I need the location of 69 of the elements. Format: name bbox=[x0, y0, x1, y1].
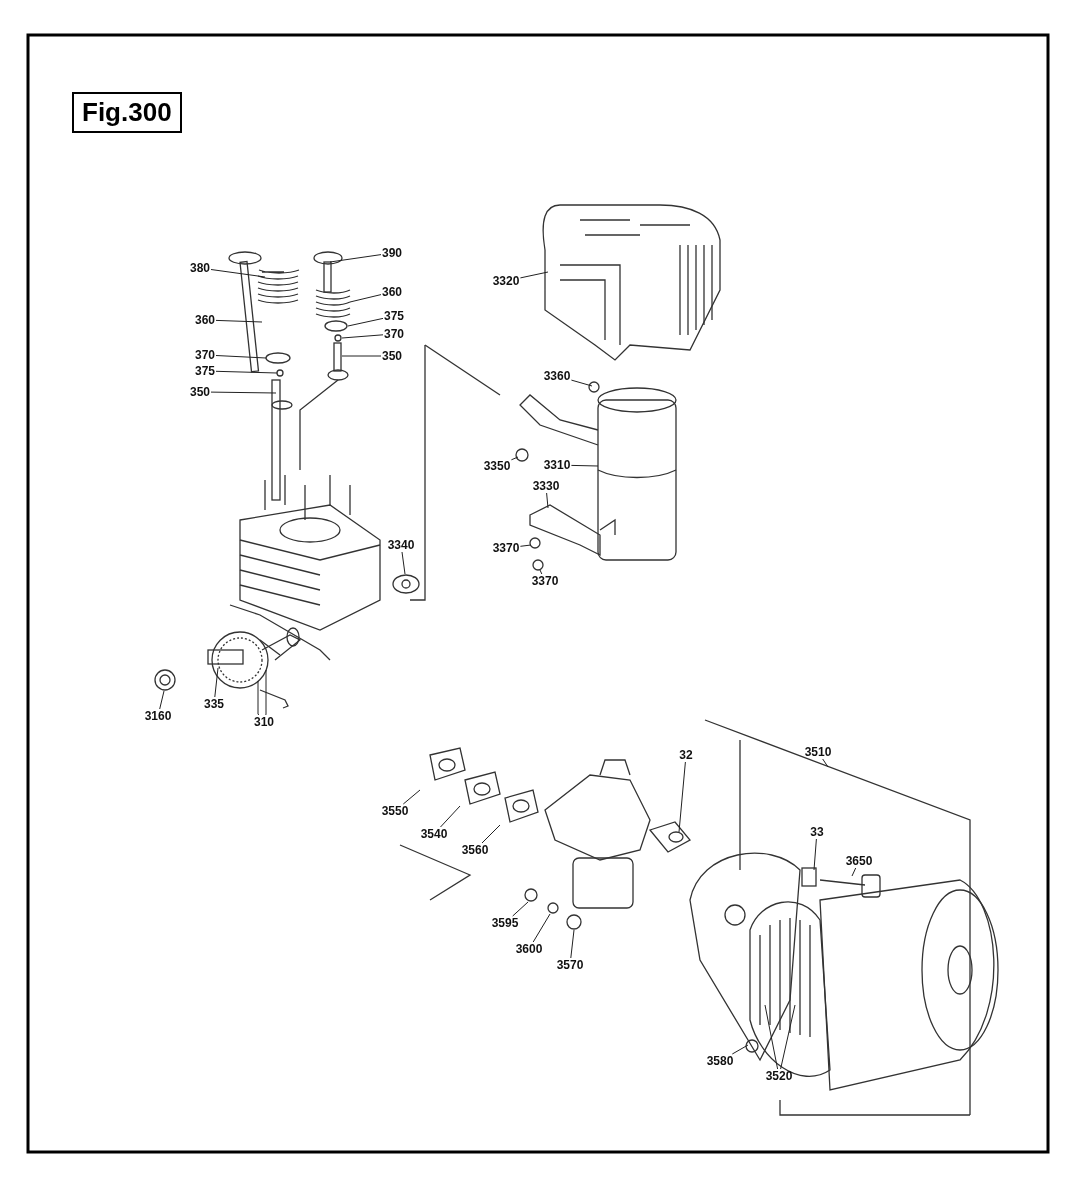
leader-line bbox=[341, 355, 382, 357]
callout-number: 3310 bbox=[542, 458, 572, 472]
callout-number: 3540 bbox=[419, 827, 449, 841]
leader-line bbox=[349, 294, 382, 303]
callout-number: 375 bbox=[383, 309, 405, 323]
leader-line bbox=[519, 544, 532, 547]
leader-line bbox=[731, 1044, 749, 1055]
callout-number: 360 bbox=[381, 285, 403, 299]
leader-line bbox=[440, 805, 461, 828]
leader-line bbox=[780, 1004, 796, 1070]
callout-number: 370 bbox=[194, 348, 216, 362]
callout-number: 3370 bbox=[491, 541, 521, 555]
callout-number: 33 bbox=[809, 825, 825, 839]
callout-number: 3570 bbox=[555, 958, 585, 972]
callout-number: 3330 bbox=[531, 479, 561, 493]
leader-line bbox=[570, 929, 575, 959]
callout-number: 3580 bbox=[705, 1054, 735, 1068]
callout-number: 3595 bbox=[490, 916, 520, 930]
callout-number: 310 bbox=[253, 715, 275, 729]
leader-line bbox=[851, 867, 857, 877]
leader-line bbox=[539, 569, 543, 575]
callout-number: 390 bbox=[381, 246, 403, 260]
leader-line bbox=[347, 317, 384, 327]
leader-line bbox=[215, 370, 278, 374]
leader-line bbox=[519, 271, 549, 279]
callout-number: 3320 bbox=[491, 274, 521, 288]
leader-line bbox=[341, 334, 384, 339]
callout-number: 380 bbox=[189, 261, 211, 275]
leader-line bbox=[546, 492, 549, 509]
callout-number: 32 bbox=[678, 748, 694, 762]
callout-number: 3160 bbox=[143, 709, 173, 723]
callout-number: 3340 bbox=[386, 538, 416, 552]
leader-line bbox=[215, 319, 263, 323]
leader-line bbox=[210, 391, 277, 394]
leader-line bbox=[813, 838, 817, 871]
callout-number: 3600 bbox=[514, 942, 544, 956]
callout-number: 3560 bbox=[460, 843, 490, 857]
leader-line bbox=[210, 269, 266, 278]
leader-line bbox=[570, 464, 599, 467]
callout-number: 3550 bbox=[380, 804, 410, 818]
leader-line bbox=[265, 669, 267, 716]
callout-number: 3510 bbox=[803, 745, 833, 759]
leader-line bbox=[822, 758, 829, 768]
leader-line bbox=[764, 1004, 779, 1070]
leader-line bbox=[329, 254, 382, 263]
leader-line bbox=[512, 901, 529, 917]
figure-title: Fig.300 bbox=[72, 92, 182, 133]
leader-line bbox=[510, 456, 519, 461]
callout-number: 370 bbox=[383, 327, 405, 341]
callout-number: 335 bbox=[203, 697, 225, 711]
leader-line bbox=[257, 680, 260, 716]
leader-line bbox=[402, 789, 421, 805]
callout-number: 350 bbox=[381, 349, 403, 363]
callout-number: 3520 bbox=[764, 1069, 794, 1083]
leader-line bbox=[215, 355, 267, 359]
callout-number: 350 bbox=[189, 385, 211, 399]
callout-number: 3360 bbox=[542, 369, 572, 383]
leader-line bbox=[481, 824, 501, 844]
leader-line bbox=[570, 379, 593, 387]
leader-line bbox=[532, 913, 551, 943]
leader-line bbox=[159, 690, 165, 710]
callout-number: 3650 bbox=[844, 854, 874, 868]
callout-number: 375 bbox=[194, 364, 216, 378]
callout-number: 3350 bbox=[482, 459, 512, 473]
leader-line bbox=[678, 761, 686, 833]
callout-number: 360 bbox=[194, 313, 216, 327]
leader-line bbox=[401, 551, 406, 575]
callout-number: 3370 bbox=[530, 574, 560, 588]
leader-line bbox=[214, 667, 219, 698]
